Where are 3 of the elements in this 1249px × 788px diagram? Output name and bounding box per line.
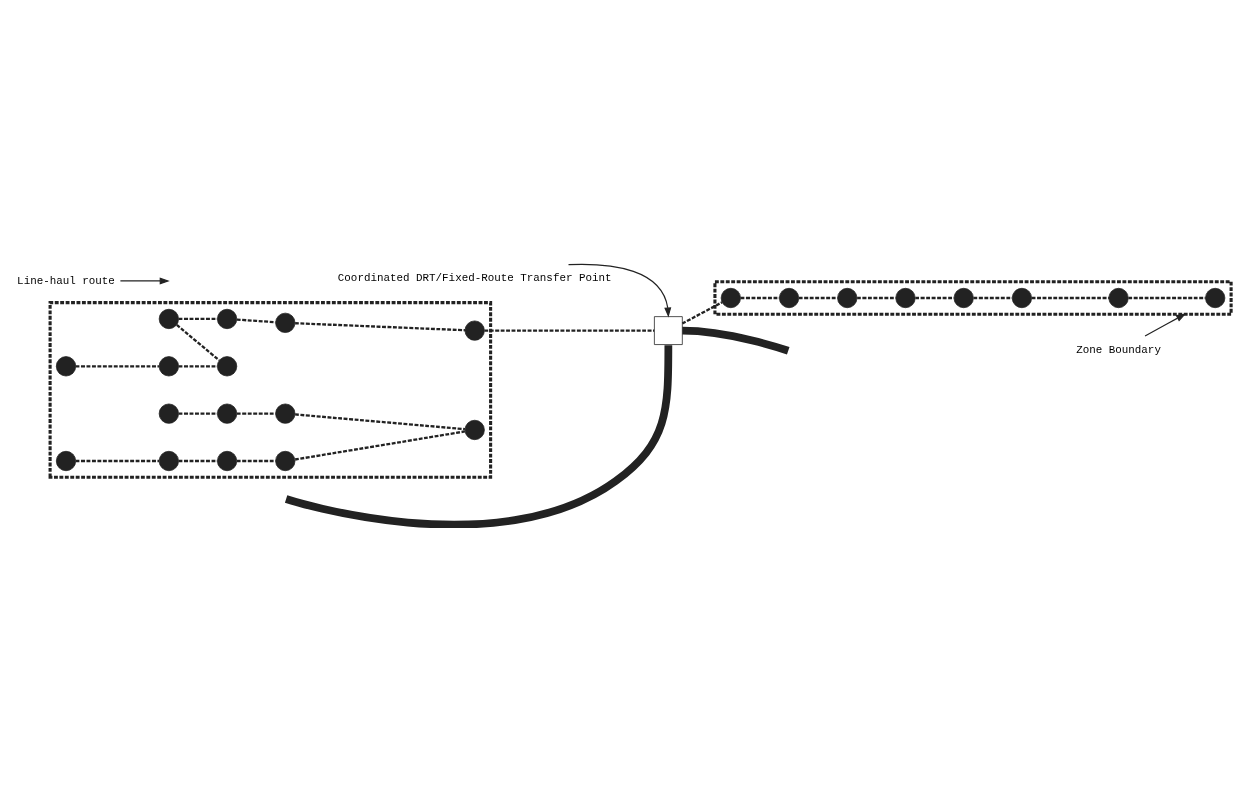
node-text: Coordinated DRT/Fixed-Route Transfer Point bbox=[337, 271, 612, 284]
node-text: Line-haul route bbox=[17, 274, 115, 287]
node-text: Zone Boundary bbox=[1076, 343, 1161, 356]
